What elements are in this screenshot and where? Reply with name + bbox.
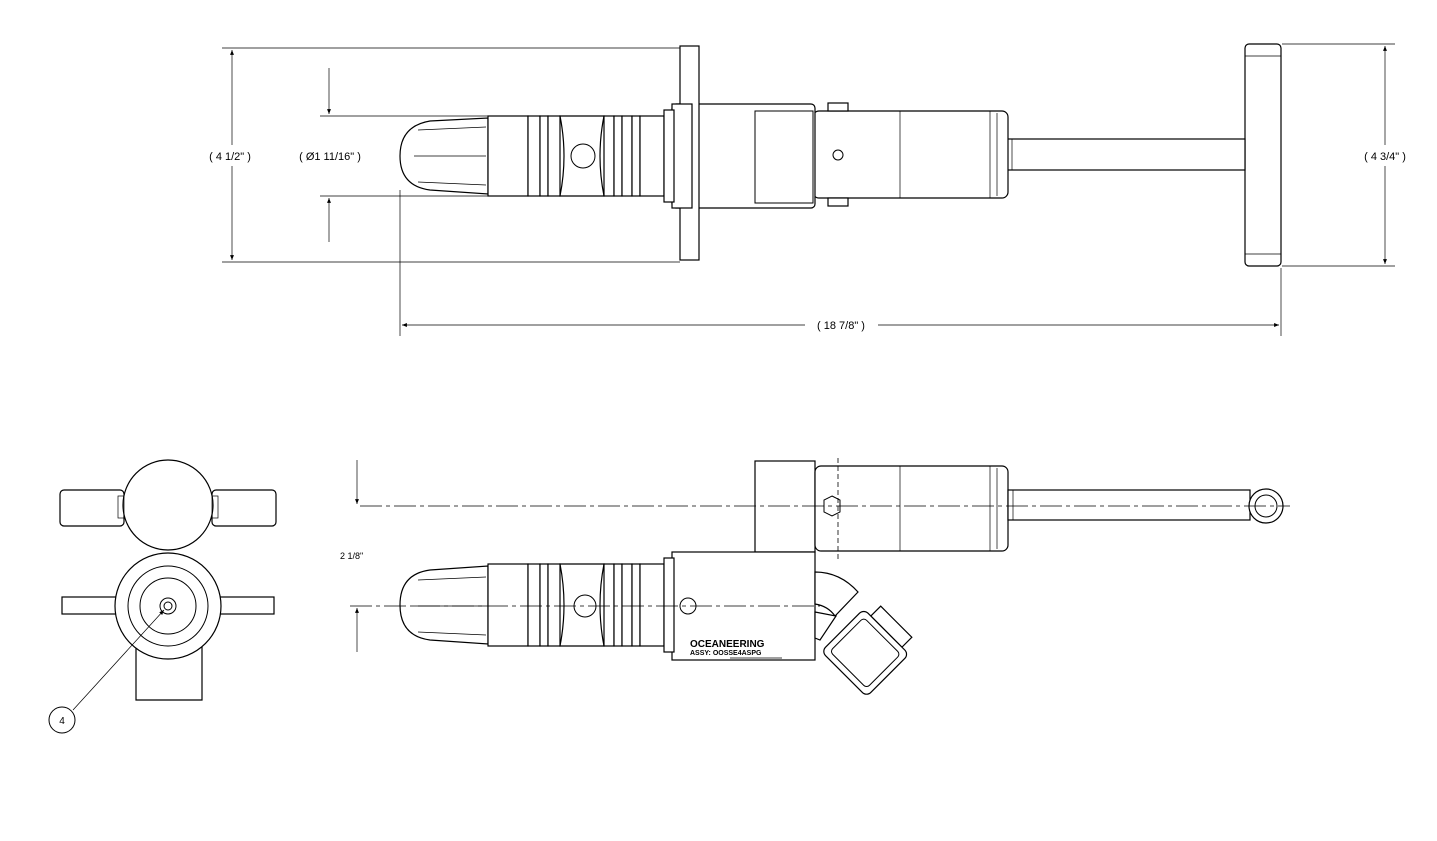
label-backdrop [1361, 150, 1409, 164]
top-view: ( 4 1/2" ) ( Ø1 11/16" ) ( 4 3/4" ) ( 18… [206, 43, 1409, 336]
label-backdrop [206, 150, 254, 164]
dimension-overall-length: ( 18 7/8" ) [399, 190, 1282, 336]
label-backdrop [296, 150, 364, 164]
rear-cylinder [812, 102, 1009, 207]
dim-offset-label: 2 1/8" [340, 551, 363, 561]
assembly-marking: ASSY: OOSSE4ASPG [690, 650, 762, 657]
brand-marking: OCEANEERING [690, 639, 765, 650]
dim-diameter-label: ( Ø1 11/16" ) [299, 151, 361, 163]
end-view: 4 [48, 459, 277, 734]
item-balloon [48, 706, 76, 734]
t-handle [1244, 43, 1282, 267]
dimension-overall-height: ( 4 1/2" ) [206, 47, 680, 263]
dim-handle-height-label: ( 4 3/4" ) [1364, 151, 1406, 163]
label-backdrop [814, 319, 868, 333]
dimension-handle-height: ( 4 3/4" ) [1282, 43, 1409, 267]
handle-shaft [1006, 138, 1246, 171]
side-nozzle [399, 557, 675, 653]
side-view: OCEANEERING ASSY: OOSSE4ASPG [340, 458, 1290, 695]
main-block [671, 45, 816, 261]
dim-overall-height-label: ( 4 1/2" ) [209, 151, 251, 163]
nozzle [399, 109, 675, 203]
dim-overall-length-label: ( 18 7/8" ) [817, 320, 865, 332]
dimension-nozzle-diameter: ( Ø1 11/16" ) [296, 68, 488, 242]
dimension-offset: 2 1/8" [340, 460, 363, 652]
angled-fitting [814, 571, 913, 695]
item-balloon-number: 4 [59, 716, 65, 727]
side-rear-cylinder [754, 458, 1009, 560]
